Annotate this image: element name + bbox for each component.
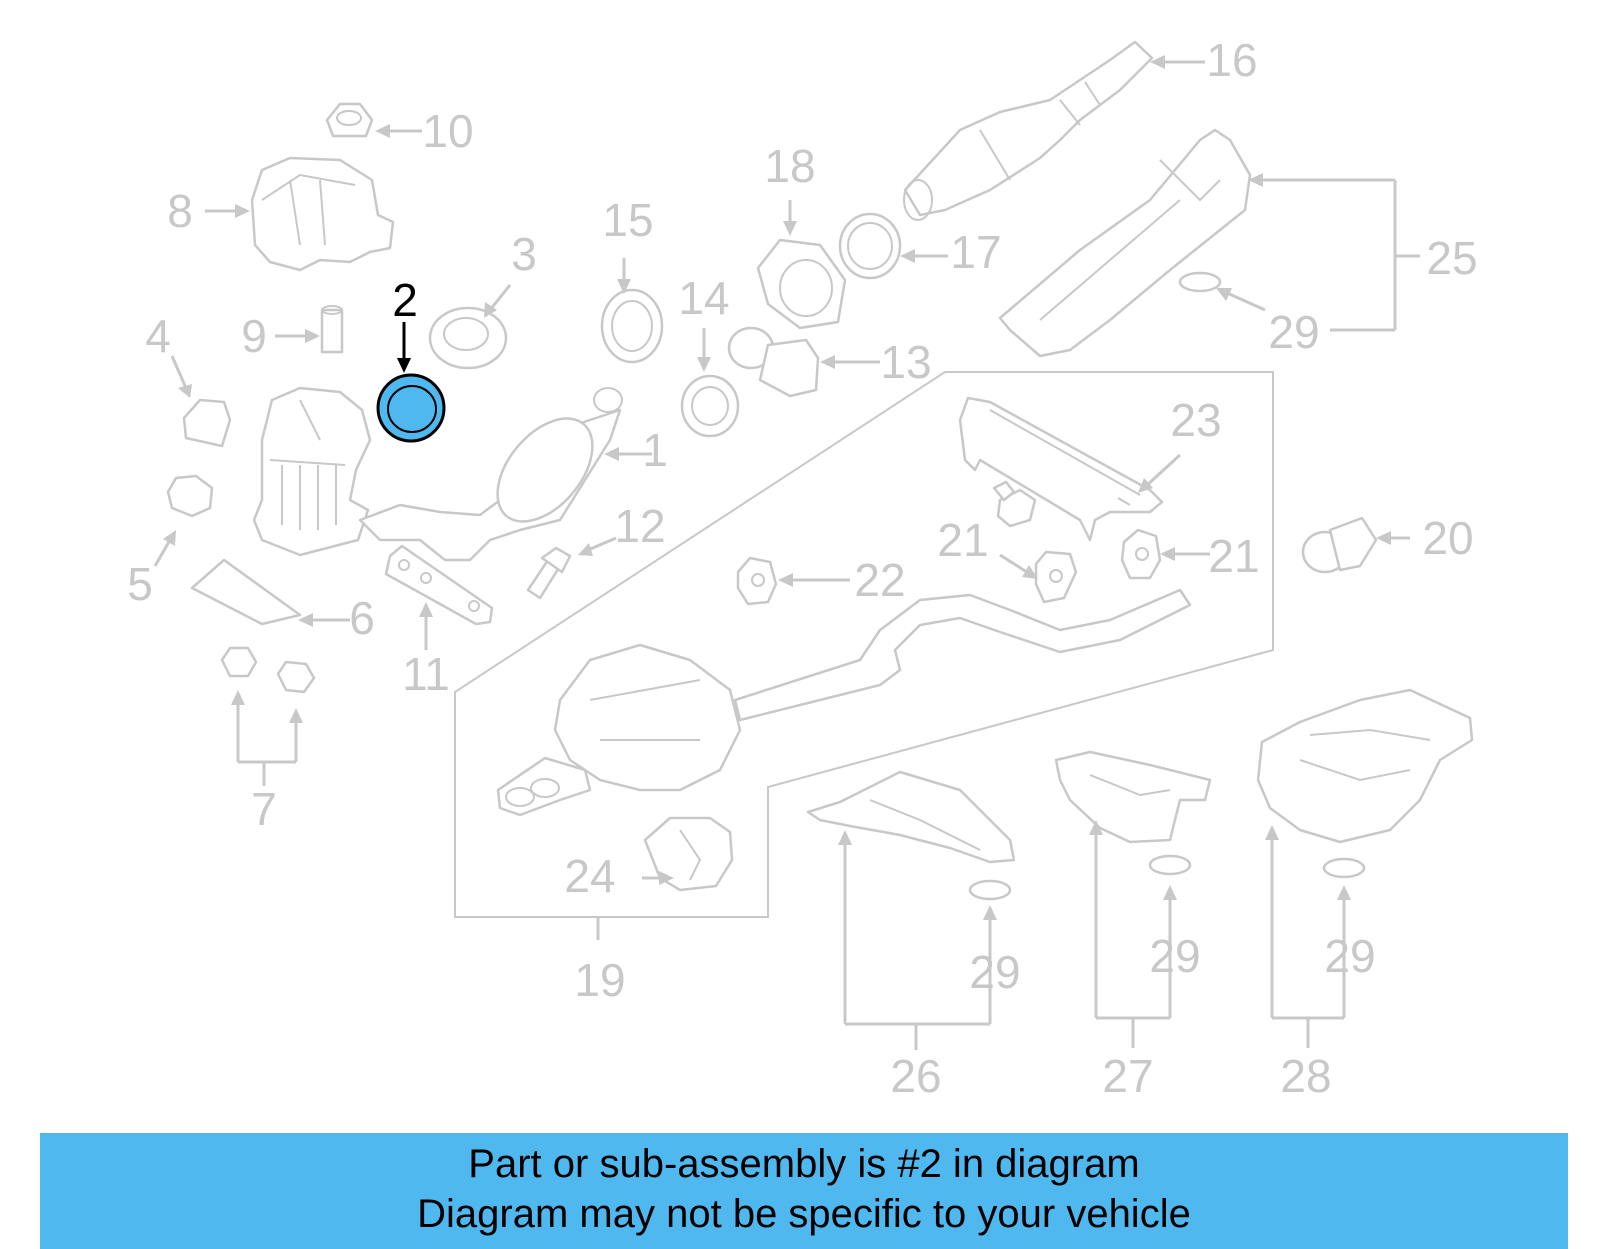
callout-12: 12 [614,500,665,552]
part-27-heat-shield[interactable] [1054,750,1212,844]
callout-1: 1 [642,424,668,476]
part-5-nut[interactable] [166,474,214,518]
catalytic-converter-assembly [252,386,372,557]
part-6-gasket-plate[interactable] [190,558,302,626]
callout-3: 3 [511,228,537,280]
banner-line-disclaimer: Diagram may not be specific to your vehi… [417,1192,1191,1236]
part-4-cap[interactable] [182,398,232,448]
callout-2: 2 [392,274,418,326]
part-16-catalyst-pipe[interactable] [903,40,1154,221]
part-29-grommet-b[interactable] [968,879,1012,901]
part-29-grommet-d[interactable] [1322,857,1366,879]
part-11-flange[interactable] [384,544,494,626]
part-7-nuts[interactable] [220,646,316,694]
callout-29-27: 29 [1149,930,1200,982]
callout-21-right: 21 [1208,530,1259,582]
callout-16: 16 [1206,34,1257,86]
part-2-gasket-highlighted[interactable] [376,373,446,443]
part-20-clamp[interactable] [1301,516,1378,574]
part-29-grommet-a[interactable] [1178,271,1222,293]
callout-23: 23 [1170,394,1221,446]
exhaust-parts-diagram: 1 2 3 4 5 6 7 8 9 10 11 12 13 14 15 16 1… [127,34,1477,1102]
info-banner: Part or sub-assembly is #2 in diagram Di… [40,1133,1568,1249]
part-22-hanger[interactable] [736,556,778,606]
callout-labels: 1 2 3 4 5 6 7 8 9 10 11 12 13 14 15 16 1… [127,34,1477,1102]
callout-20: 20 [1422,512,1473,564]
part-bolt-under-23[interactable] [992,480,1037,528]
part-8-heat-shield[interactable] [250,156,395,272]
callout-24: 24 [564,850,615,902]
part-23-bracket[interactable] [958,396,1164,542]
callout-5: 5 [127,558,153,610]
part-26-heat-shield[interactable] [806,770,1016,864]
callout-21-left: 21 [937,514,988,566]
callout-29-28: 29 [1324,930,1375,982]
callout-18: 18 [764,140,815,192]
callout-29-26: 29 [969,946,1020,998]
callout-26: 26 [890,1050,941,1102]
part-28-heat-shield[interactable] [1256,688,1474,844]
callout-27: 27 [1102,1050,1153,1102]
banner-line-part-number: Part or sub-assembly is #2 in diagram [468,1142,1140,1186]
callout-4: 4 [145,310,171,362]
callout-29-top: 29 [1268,306,1319,358]
sub-assembly-19-outline [454,371,1274,918]
part-3-gasket[interactable] [428,306,508,370]
part-14-clamp[interactable] [680,374,740,438]
part-12-bolt[interactable] [526,546,572,600]
part-25-heat-shield[interactable] [998,128,1252,358]
part-1-front-pipe[interactable] [358,387,623,562]
callout-11: 11 [402,648,450,700]
part-13-clamp[interactable] [727,326,820,398]
leader-lines [153,55,1420,1050]
callout-17: 17 [950,226,1001,278]
callout-28: 28 [1280,1050,1331,1102]
part-18-flange[interactable] [756,238,847,330]
callout-15: 15 [602,194,653,246]
callout-6: 6 [349,592,375,644]
leader-line-2 [397,322,411,373]
callout-19: 19 [574,954,625,1006]
part-17-gasket[interactable] [838,212,902,280]
part-29-grommet-c[interactable] [1148,854,1192,876]
part-21-hanger-a[interactable] [1034,550,1078,604]
part-15-gasket[interactable] [600,288,664,364]
part-10-nut[interactable] [325,102,374,138]
callout-9: 9 [241,310,267,362]
callout-14: 14 [678,272,729,324]
callout-8: 8 [167,185,193,237]
callout-25: 25 [1426,232,1477,284]
callout-7: 7 [251,783,277,835]
callout-10: 10 [422,105,473,157]
part-19-muffler-pipe[interactable] [496,588,1192,817]
part-21-hanger-b[interactable] [1120,528,1162,580]
callout-13: 13 [880,336,931,388]
part-24-bracket[interactable] [643,816,734,892]
part-9-stud[interactable] [320,305,344,354]
callout-22: 22 [854,554,905,606]
